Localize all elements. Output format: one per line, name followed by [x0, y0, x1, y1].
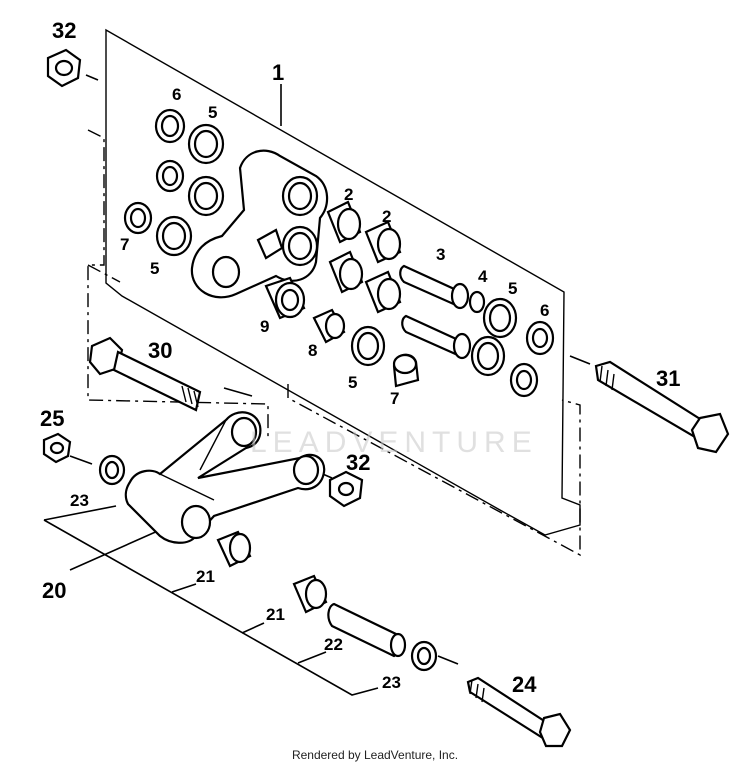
- nut-32-mid: [328, 470, 364, 508]
- washer-23-upper: [98, 454, 126, 486]
- label-21-b: 21: [266, 605, 285, 624]
- seal-6-right: [525, 320, 555, 356]
- seal-left-mid: [155, 159, 185, 193]
- bolt-31: [594, 360, 730, 454]
- bearing-5-right: [482, 297, 518, 339]
- collar-7-left: [123, 201, 153, 235]
- label-21-a: 21: [196, 567, 215, 586]
- label-32-top: 32: [52, 18, 76, 43]
- bearing-21-right: [292, 574, 328, 614]
- label-25: 25: [40, 406, 64, 431]
- label-3: 3: [436, 245, 445, 264]
- bearing-5-top: [187, 123, 225, 165]
- label-23-lower: 23: [382, 673, 401, 692]
- needle-bearing-mid-a: [328, 250, 364, 294]
- bearing-21-lower: [216, 530, 252, 568]
- label-2-a: 2: [344, 185, 353, 204]
- label-4: 4: [478, 267, 488, 286]
- label-20: 20: [42, 578, 66, 603]
- bearing-right-lower: [470, 335, 506, 377]
- label-5-top: 5: [208, 103, 217, 122]
- needle-bearing-mid-b: [364, 270, 402, 314]
- bolt-30: [88, 336, 202, 412]
- watermark: LEADVENTURE: [250, 426, 538, 459]
- label-7-left: 7: [120, 235, 129, 254]
- label-9: 9: [260, 317, 269, 336]
- bearing-left-mid: [187, 175, 225, 217]
- seal-6-top: [154, 108, 186, 144]
- bushing-8: [312, 308, 346, 344]
- label-6-right: 6: [540, 301, 549, 320]
- kit-panel: [87, 28, 581, 557]
- bearing-9: [264, 276, 306, 320]
- sleeve-3-top: [399, 264, 470, 310]
- label-30: 30: [148, 338, 172, 363]
- label-5-right: 5: [508, 279, 517, 298]
- label-23-upper: 23: [70, 491, 89, 510]
- label-8: 8: [308, 341, 317, 360]
- sleeve-22: [327, 602, 407, 658]
- seal-right-lower: [509, 362, 539, 398]
- callout-labels: 32 1 6 5 2 2 7 5 3 4 5 6 9 8 30 5 7 31 2…: [40, 18, 680, 697]
- label-32-mid: 32: [346, 450, 370, 475]
- bearing-5-left: [155, 215, 193, 257]
- label-24: 24: [512, 672, 537, 697]
- label-2-b: 2: [382, 207, 391, 226]
- washer-23-lower: [410, 640, 438, 672]
- nut-25: [42, 432, 72, 464]
- nut-32-top: [46, 48, 82, 88]
- bolt-24: [466, 676, 572, 748]
- footer-credit: Rendered by LeadVenture, Inc.: [291, 748, 459, 762]
- label-7-lower: 7: [390, 389, 399, 408]
- connecting-arm-20: [124, 411, 326, 544]
- needle-bearing-2b: [364, 220, 402, 264]
- label-5-lower: 5: [348, 373, 357, 392]
- o-ring-4: [468, 290, 486, 314]
- bearing-5-lower: [350, 325, 386, 367]
- leader-lines: [43, 74, 591, 696]
- collar-7-lower: [392, 353, 420, 388]
- label-22: 22: [324, 635, 343, 654]
- label-1: 1: [272, 60, 284, 85]
- label-31: 31: [656, 366, 680, 391]
- needle-bearing-2a: [326, 200, 362, 244]
- sleeve-lower: [401, 314, 472, 360]
- relay-link: [190, 149, 329, 299]
- kit-components: [123, 108, 555, 398]
- label-5-left: 5: [150, 259, 159, 278]
- label-6-top: 6: [172, 85, 181, 104]
